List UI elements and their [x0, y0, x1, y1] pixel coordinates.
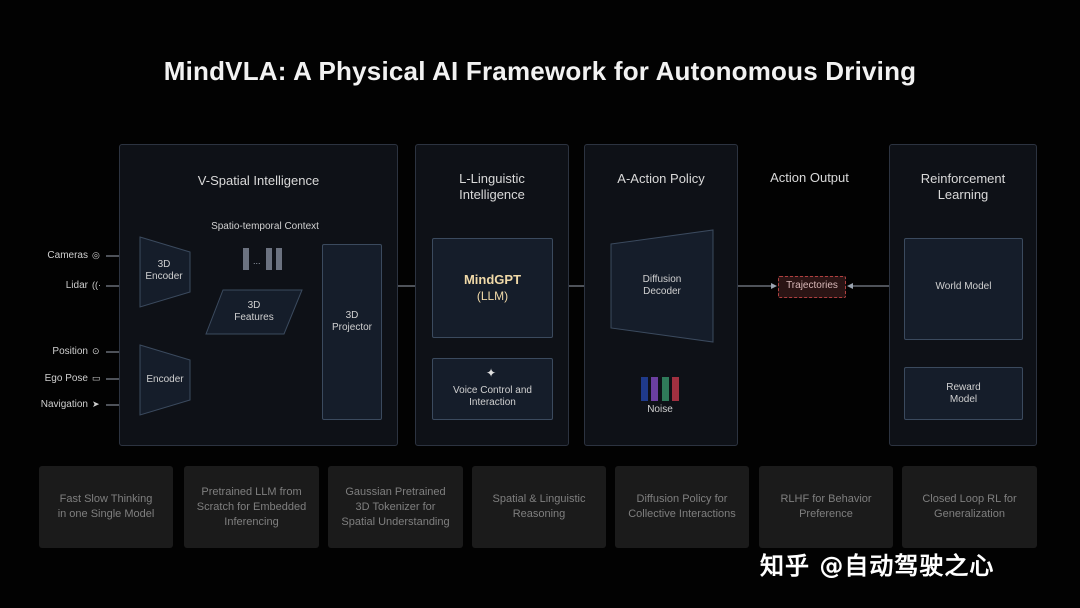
navigation-arrow-icon: ➤ [92, 399, 100, 409]
input-position-label: Position [52, 346, 88, 357]
input-navigation-label: Navigation [40, 399, 88, 410]
linguistic-panel-title: L-Linguistic Intelligence [459, 171, 525, 202]
feature-card-spatial-linguistic: Spatial & Linguistic Reasoning [472, 466, 606, 548]
voice-control-icon: ✦ [486, 366, 497, 380]
feature-card-gaussian-tokenizer: Gaussian Pretrained 3D Tokenizer for Spa… [328, 466, 463, 548]
mindgpt-box [432, 238, 553, 338]
feature-card-fast-slow: Fast Slow Thinking in one Single Model [39, 466, 173, 548]
car-icon: ▭ [92, 373, 101, 383]
world-model-box [904, 238, 1023, 340]
spatio-temporal-context-label: Spatio-temporal Context [211, 221, 319, 232]
noise-bar [672, 377, 679, 401]
3d-features-label: 3D Features [234, 300, 274, 323]
noise-bar [662, 377, 669, 401]
reward-model-box [904, 367, 1023, 420]
diffusion-decoder-label: Diffusion Decoder [642, 274, 682, 297]
trajectories-label: Trajectories [786, 280, 838, 291]
lidar-icon: ((· [92, 280, 101, 290]
noise-label: Noise [647, 404, 673, 415]
3d-projector-box [322, 244, 382, 420]
input-egopose-label: Ego Pose [44, 373, 88, 384]
reward-model-label: Reward Model [946, 382, 981, 405]
action-panel-title: A-Action Policy [617, 171, 705, 186]
context-token-bar [276, 248, 282, 270]
context-token-bar [243, 248, 249, 270]
3d-encoder-label: 3D Encoder [145, 259, 183, 282]
spatial-panel-title: V-Spatial Intelligence [197, 173, 320, 188]
3d-encoder-shape [139, 236, 191, 308]
feature-card-rlhf: RLHF for Behavior Preference [759, 466, 893, 548]
feature-card-diffusion-policy: Diffusion Policy for Collective Interact… [615, 466, 749, 548]
noise-bar [641, 377, 648, 401]
rl-panel-title: Reinforcement Learning [920, 171, 1006, 202]
input-lidar-label: Lidar [65, 280, 88, 291]
encoder-shape [139, 344, 191, 416]
camera-icon: ◎ [92, 250, 100, 260]
input-cameras-label: Cameras [47, 250, 88, 261]
mindgpt-sub-label: (LLM) [476, 289, 509, 303]
context-ellipsis: ... [253, 256, 261, 266]
action-output-title: Action Output [770, 170, 849, 185]
watermark: 知乎 @自动驾驶之心 [760, 552, 995, 580]
page-title: MindVLA: A Physical AI Framework for Aut… [163, 56, 917, 86]
3d-features-shape [205, 289, 303, 335]
voice-control-label: Voice Control and Interaction [453, 385, 532, 408]
diffusion-decoder-shape [610, 229, 714, 343]
location-pin-icon: ⊙ [92, 346, 100, 356]
3d-projector-label: 3D Projector [331, 310, 372, 333]
voice-control-box [432, 358, 553, 420]
feature-card-closed-loop-rl: Closed Loop RL for Generalization [902, 466, 1037, 548]
encoder-label: Encoder [146, 374, 184, 385]
feature-card-pretrained-llm: Pretrained LLM from Scratch for Embedded… [184, 466, 319, 548]
trajectories-box [778, 276, 846, 298]
context-token-bar [266, 248, 272, 270]
noise-bar [651, 377, 658, 401]
mindgpt-label: MindGPT [463, 272, 522, 287]
world-model-label: World Model [935, 281, 992, 292]
